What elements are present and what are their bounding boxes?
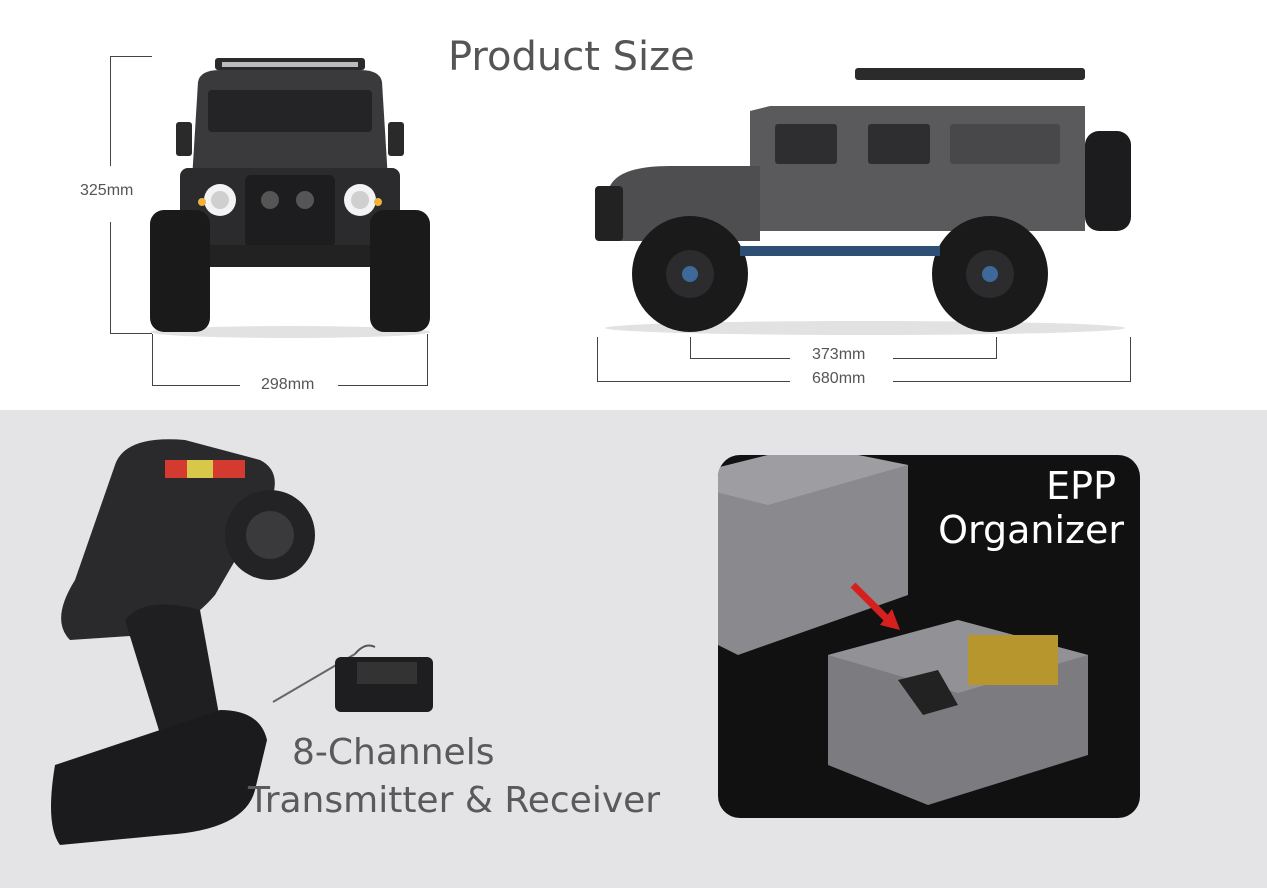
transmitter-image bbox=[51, 439, 315, 845]
truck-side-view-image bbox=[595, 68, 1131, 335]
product-size-section: Product Size 325mm 298mm 373mm 680mm bbox=[0, 0, 1267, 410]
height-dimension-line-vertical bbox=[110, 56, 111, 166]
epp-organizer-box-image bbox=[718, 455, 1088, 805]
wheelbase-dimension-line-left bbox=[690, 337, 691, 359]
height-dimension-line-bottom bbox=[110, 333, 152, 334]
width-dimension-label: 298mm bbox=[261, 376, 315, 393]
height-dimension-line-vertical-lower bbox=[110, 222, 111, 334]
transmitter-label-line1: 8-Channels bbox=[292, 732, 495, 773]
wheelbase-dimension-line-horizontal bbox=[690, 358, 790, 359]
accessories-section: 8-Channels Transmitter & Receiver EPP Or… bbox=[0, 410, 1267, 888]
length-dimension-label: 680mm bbox=[812, 370, 866, 387]
length-dimension-line-horizontal bbox=[597, 381, 790, 382]
height-dimension-line-top bbox=[110, 56, 152, 57]
epp-organizer-label-line2: Organizer bbox=[938, 508, 1124, 552]
epp-organizer-label-line1: EPP bbox=[1046, 464, 1116, 508]
wheelbase-dimension-line-horizontal-right bbox=[893, 358, 997, 359]
epp-organizer-panel: EPP Organizer bbox=[718, 455, 1140, 818]
wheelbase-dimension-line-right bbox=[996, 337, 997, 359]
length-dimension-line-right bbox=[1130, 337, 1131, 382]
length-dimension-line-left bbox=[597, 337, 598, 382]
transmitter-label-line2: Transmitter & Receiver bbox=[248, 780, 661, 821]
height-dimension-label: 325mm bbox=[80, 182, 134, 199]
product-size-title: Product Size bbox=[448, 34, 695, 80]
receiver-image bbox=[272, 644, 433, 712]
width-dimension-line-left bbox=[152, 334, 153, 386]
width-dimension-line-horizontal-right bbox=[338, 385, 428, 386]
width-dimension-line-horizontal bbox=[152, 385, 240, 386]
wheelbase-dimension-label: 373mm bbox=[812, 346, 866, 363]
length-dimension-line-horizontal-right bbox=[893, 381, 1131, 382]
truck-front-view-image bbox=[150, 58, 430, 338]
width-dimension-line-right bbox=[427, 334, 428, 386]
